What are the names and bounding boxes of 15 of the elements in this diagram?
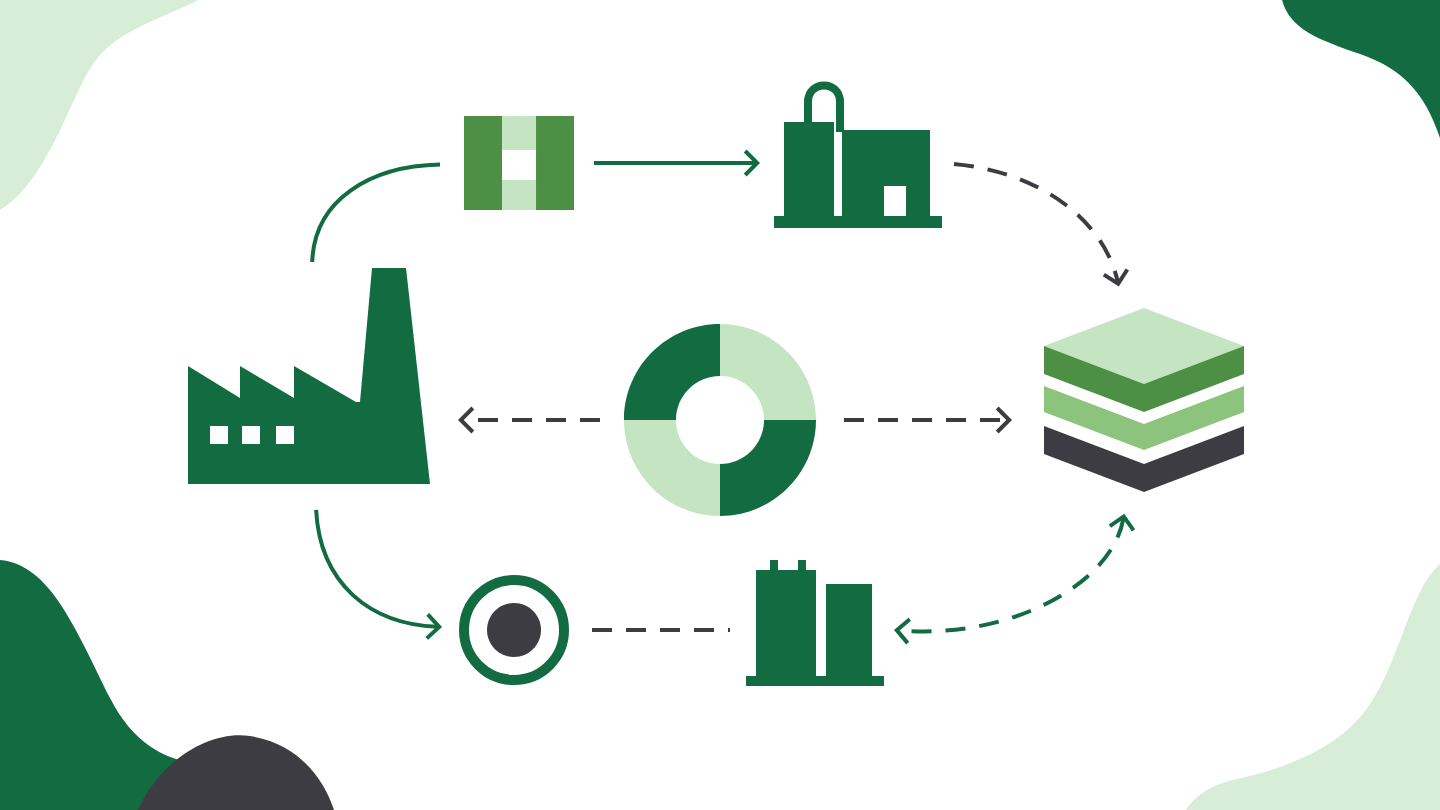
connector-line (310, 162, 441, 263)
building-icon (774, 81, 942, 228)
towers-icon (746, 560, 884, 686)
arrow (844, 406, 1012, 434)
arrow (458, 406, 600, 434)
layer-stack-icon (1044, 308, 1244, 492)
arrow (314, 509, 443, 640)
target-icon (459, 575, 569, 685)
double-arrow (893, 513, 1136, 645)
connector-line (592, 628, 730, 632)
arrow (594, 149, 760, 177)
factory-icon (188, 268, 430, 484)
ring-chart-icon (624, 324, 816, 516)
block-icon (464, 116, 574, 210)
arrow (953, 162, 1129, 287)
